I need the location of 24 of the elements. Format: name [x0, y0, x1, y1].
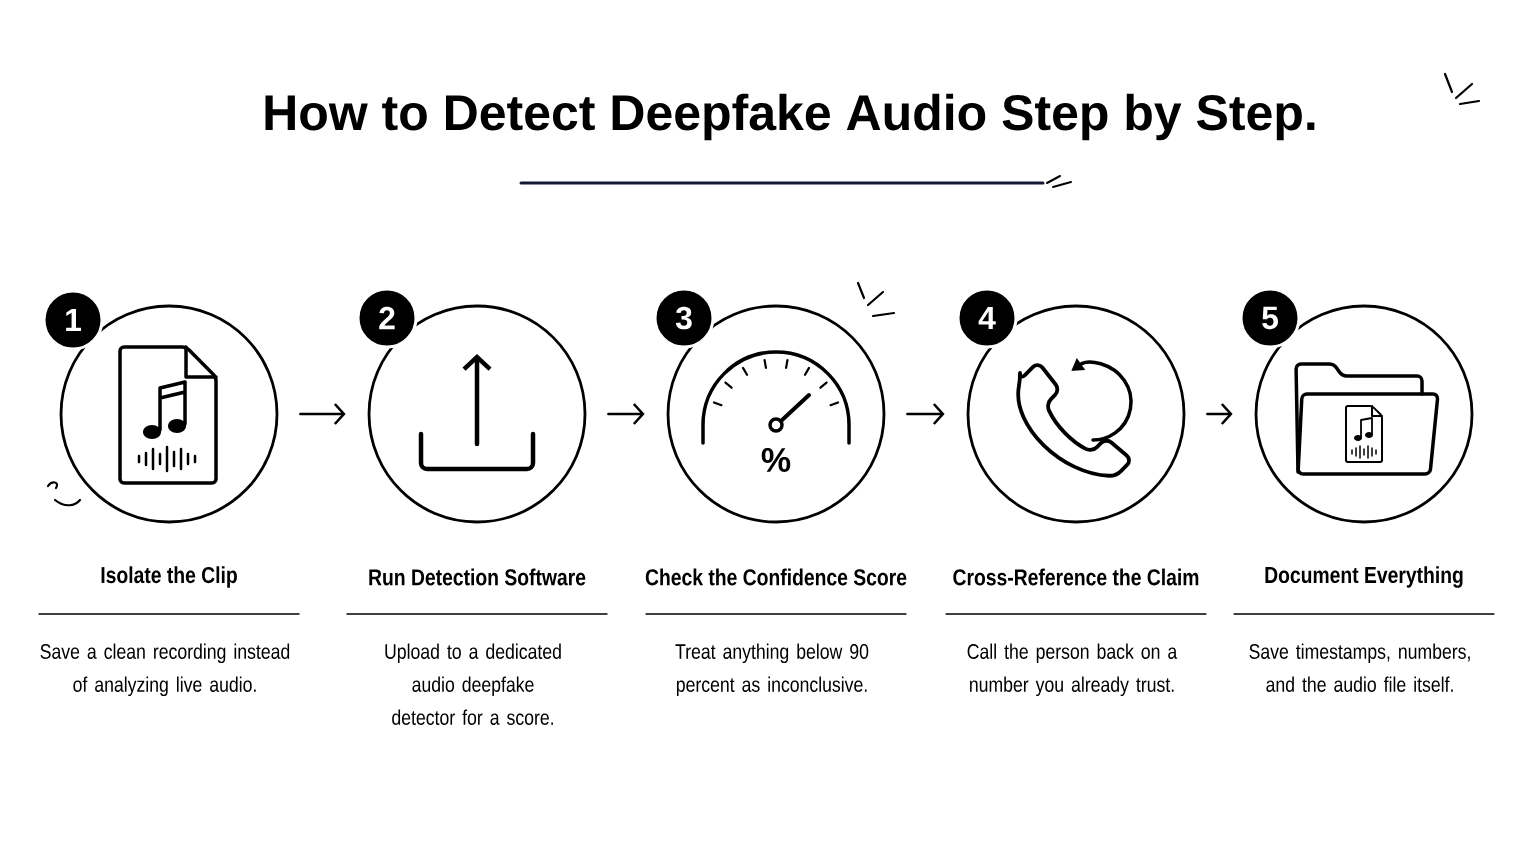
- arrow: [1206, 403, 1233, 425]
- step-title: Cross-Reference the Claim: [953, 568, 1199, 586]
- title: How to Detect Deepfake Audio Step by Step.: [265, 93, 1315, 141]
- arrow: [607, 403, 645, 425]
- step-number-badge: 2: [356, 287, 418, 349]
- step-circle: [1254, 304, 1474, 524]
- step-title: Run Detection Software: [369, 568, 586, 586]
- step-description: Upload to a dedicated audio deepfake detector for a score.: [385, 643, 561, 725]
- arrow: [299, 403, 346, 425]
- step-number-badge: 3: [653, 287, 715, 349]
- step-number-badge: 1: [42, 289, 104, 351]
- step-title: Isolate the Clip: [101, 566, 237, 588]
- step-description: Save timestamps, numbers, and the audio file itself.: [1249, 643, 1470, 692]
- step-circle: [966, 304, 1186, 524]
- step-description: Call the person back on a number you already trust.: [967, 643, 1178, 697]
- arrow: [906, 403, 945, 425]
- step-number-badge: 5: [1239, 287, 1301, 349]
- step-circle: [367, 304, 587, 524]
- step-circle: [59, 304, 279, 524]
- step-title: Document Everything: [1265, 566, 1463, 588]
- step-description: Treat anything below 90 percent as inconclusive.: [675, 643, 869, 697]
- step-number-badge: 4: [956, 287, 1018, 349]
- step-title: Check the Confidence Score: [645, 568, 907, 586]
- step-description: Save a clean recording instead of analyzing live audio.: [40, 643, 290, 697]
